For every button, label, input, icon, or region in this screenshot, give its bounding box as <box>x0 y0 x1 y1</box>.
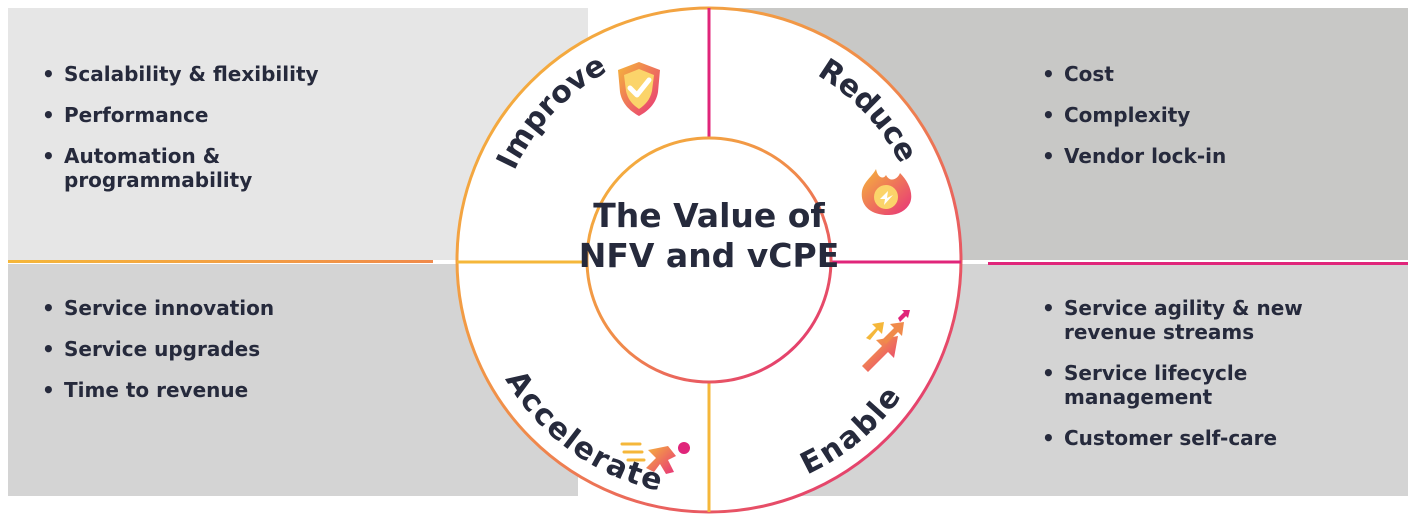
list-item: Complexity <box>1038 103 1378 127</box>
running-person-icon <box>620 442 690 474</box>
flame-cut-icon <box>861 169 912 215</box>
center-title: The Value of NFV and vCPE <box>578 196 840 275</box>
shield-check-icon <box>618 62 660 116</box>
accelerate-benefits-list: Service innovation Service upgrades Time… <box>38 296 398 419</box>
list-item: Vendor lock-in <box>1038 144 1378 168</box>
reduce-benefits-list: Cost Complexity Vendor lock-in <box>1038 62 1378 185</box>
left-divider-line <box>8 260 433 263</box>
list-item: Service innovation <box>38 296 398 320</box>
list-item: Service agility & new revenue streams <box>1038 296 1378 344</box>
list-item: Automation & programmability <box>38 144 398 192</box>
list-item: Service upgrades <box>38 337 398 361</box>
list-item: Performance <box>38 103 398 127</box>
inner-ring <box>585 136 833 384</box>
improve-benefits-list: Scalability & flexibility Performance Au… <box>38 62 398 209</box>
enable-benefits-list: Service agility & new revenue streams Se… <box>1038 296 1378 467</box>
list-item: Scalability & flexibility <box>38 62 398 86</box>
list-item: Customer self-care <box>1038 426 1378 450</box>
list-item: Time to revenue <box>38 378 398 402</box>
right-divider-line <box>988 262 1408 265</box>
list-item: Service lifecycle management <box>1038 361 1378 409</box>
arrows-up-icon <box>862 310 910 372</box>
list-item: Cost <box>1038 62 1378 86</box>
